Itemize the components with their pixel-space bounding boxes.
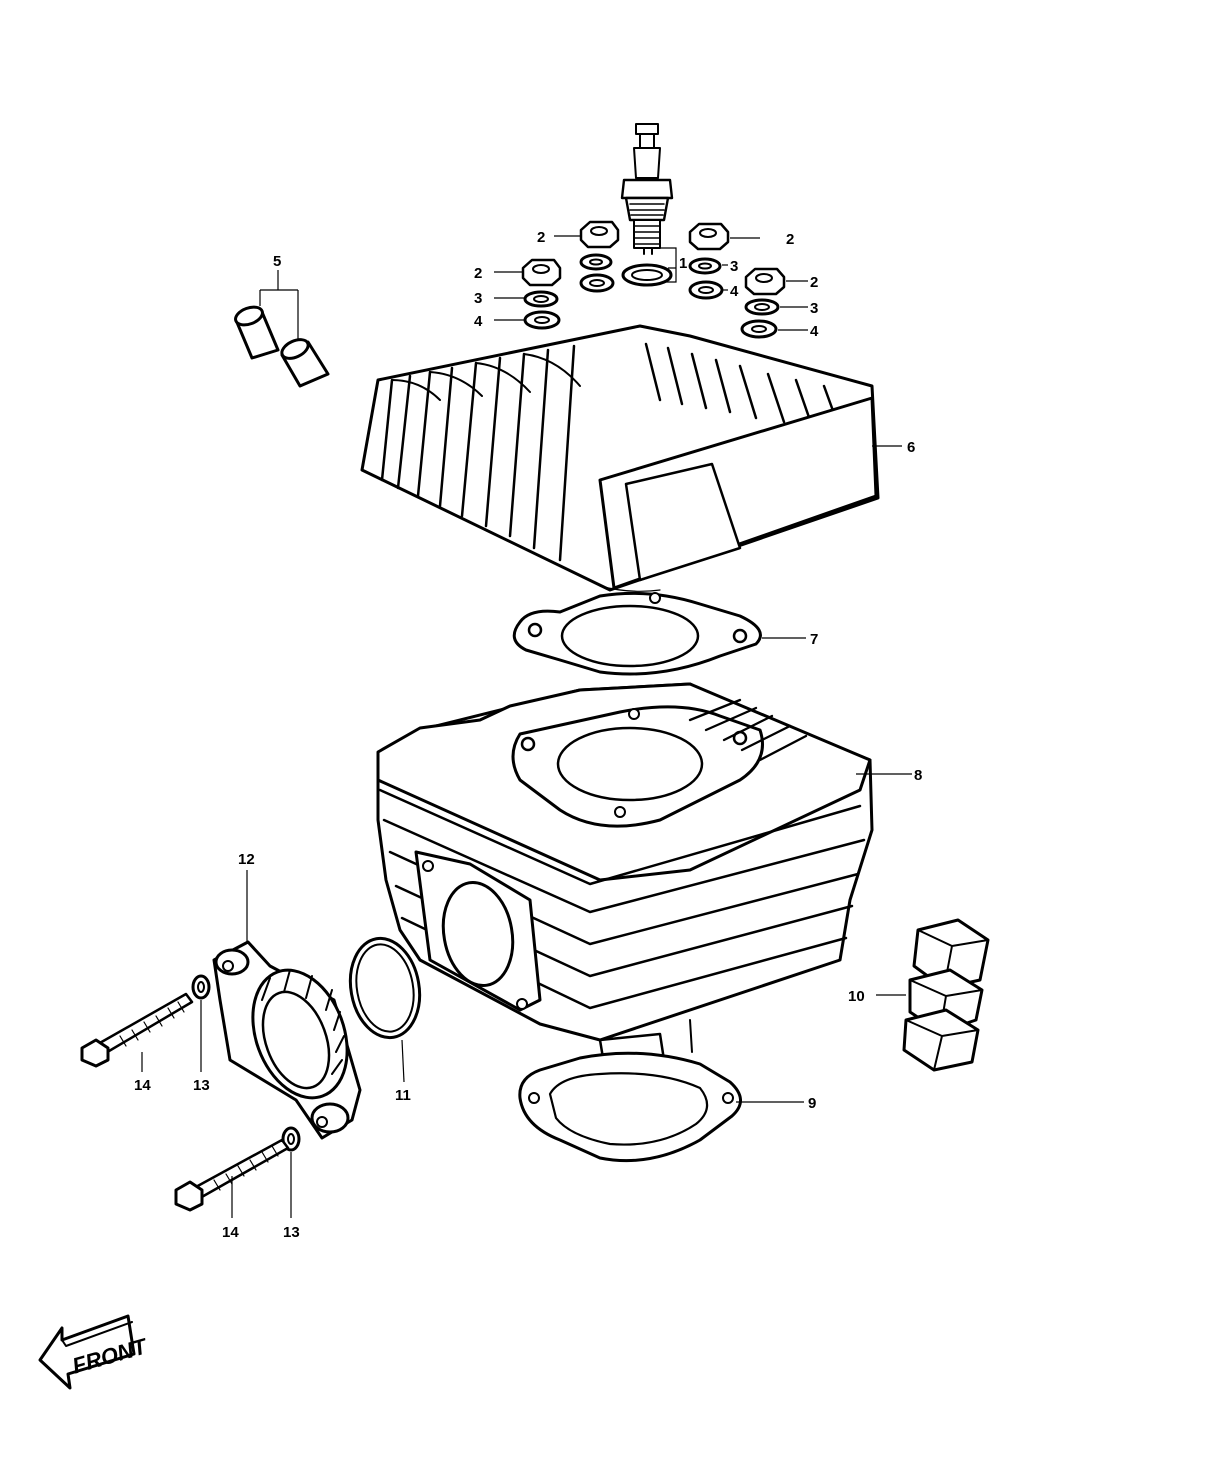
callout-14-b: 14 bbox=[222, 1224, 239, 1241]
spark-plug-drawing bbox=[620, 123, 674, 287]
callout-3-c: 3 bbox=[810, 300, 818, 317]
leader-lines bbox=[141, 235, 912, 1218]
callout-7: 7 bbox=[810, 631, 818, 648]
callout-1: 1 bbox=[679, 255, 687, 272]
callout-13-b: 13 bbox=[283, 1224, 300, 1241]
callout-4-a: 4 bbox=[474, 313, 483, 330]
cylinder-drawing bbox=[376, 682, 874, 1066]
callout-labels: 1 2 2 2 2 3 3 3 4 4 4 5 6 7 8 9 10 11 12… bbox=[134, 229, 922, 1241]
o-ring-drawing bbox=[348, 936, 422, 1040]
callout-12: 12 bbox=[238, 851, 255, 868]
callout-2-d: 2 bbox=[810, 274, 818, 291]
callout-6: 6 bbox=[907, 439, 915, 456]
callout-2-a: 2 bbox=[537, 229, 545, 246]
callout-10: 10 bbox=[848, 988, 865, 1005]
callout-4-b: 4 bbox=[730, 283, 739, 300]
dowel-pin-drawing bbox=[234, 305, 330, 388]
head-gasket-drawing bbox=[512, 591, 762, 676]
callout-5: 5 bbox=[273, 253, 281, 270]
nut-and-washer-drawings bbox=[521, 220, 786, 339]
callout-9: 9 bbox=[808, 1095, 816, 1112]
callout-3-b: 3 bbox=[730, 258, 738, 275]
callout-4-c: 4 bbox=[810, 323, 819, 340]
washer-13-drawings bbox=[191, 974, 301, 1152]
callout-11: 11 bbox=[395, 1087, 411, 1104]
callout-14-a: 14 bbox=[134, 1077, 151, 1094]
bolt-14-drawings bbox=[80, 992, 290, 1212]
base-gasket-drawing bbox=[518, 1051, 742, 1163]
callout-3-a: 3 bbox=[474, 290, 482, 307]
callout-13-a: 13 bbox=[193, 1077, 210, 1094]
callout-2-b: 2 bbox=[786, 231, 794, 248]
front-arrow-icon: FRONT bbox=[38, 1314, 151, 1390]
intake-manifold-drawing bbox=[212, 940, 362, 1140]
cylinder-head-drawing bbox=[360, 324, 880, 592]
callout-8: 8 bbox=[914, 767, 922, 784]
reed-valve-drawing bbox=[902, 918, 990, 1072]
callout-2-c: 2 bbox=[474, 265, 482, 282]
